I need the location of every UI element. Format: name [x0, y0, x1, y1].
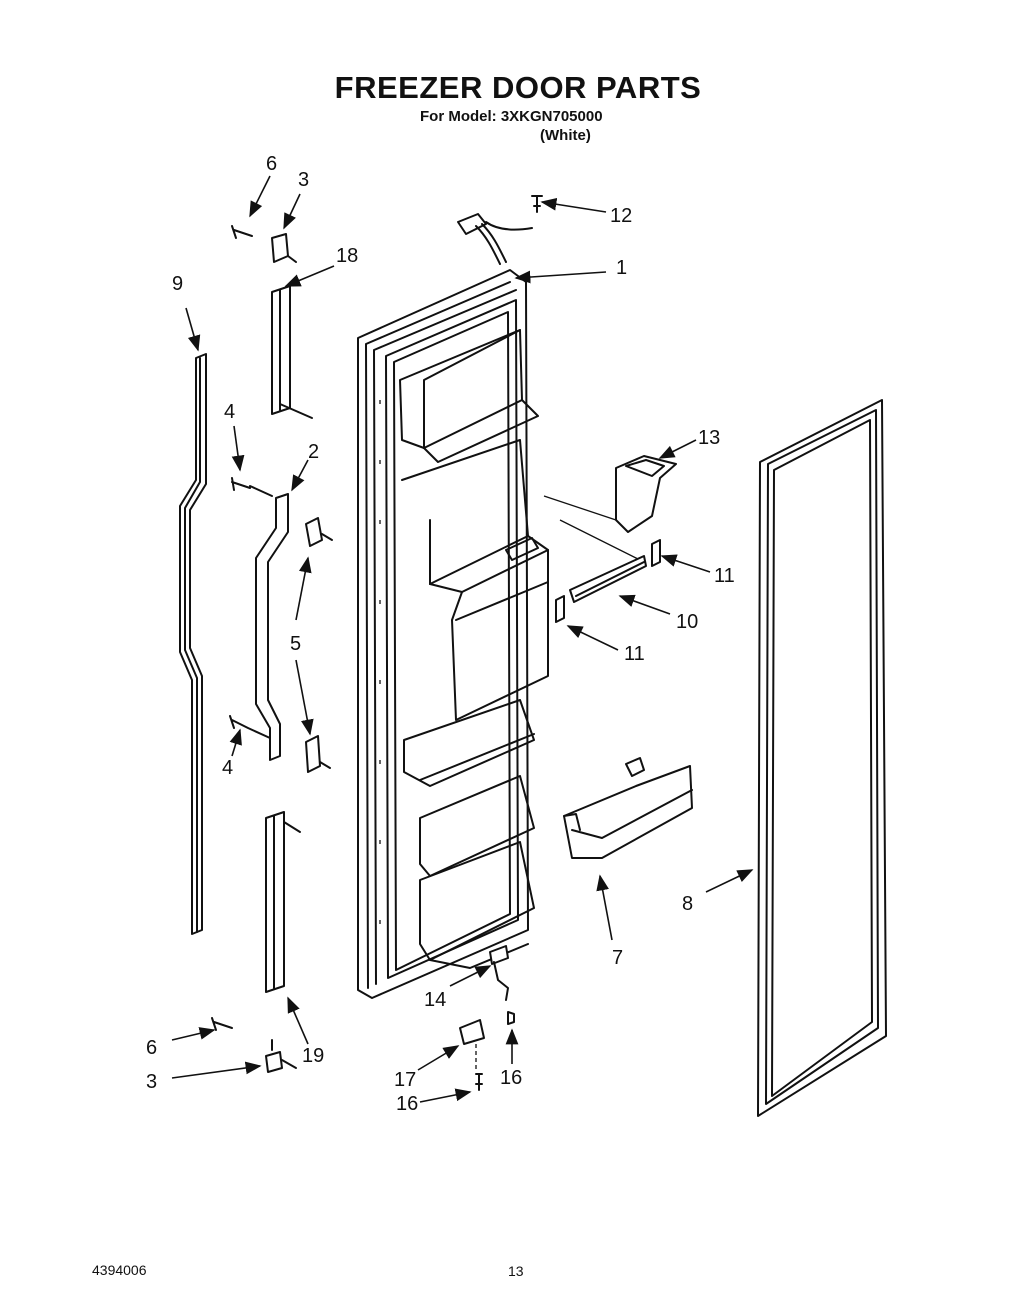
- callout-arrows: [171, 175, 754, 1103]
- lower-channel: [265, 811, 301, 993]
- callout-4-bottom: 4: [222, 757, 233, 779]
- lower-hinge-parts: [459, 945, 515, 1091]
- callout-19: 19: [302, 1045, 324, 1067]
- callout-3-bottom: 3: [146, 1071, 157, 1093]
- hinge-top: [231, 225, 297, 263]
- callout-9: 9: [172, 273, 183, 295]
- wire-harness: [457, 195, 543, 265]
- callout-11-upper: 11: [714, 565, 735, 587]
- callout-14: 14: [424, 989, 446, 1011]
- callout-17: 17: [394, 1069, 416, 1091]
- ice-chute: [543, 455, 677, 561]
- page-title: FREEZER DOOR PARTS: [334, 70, 702, 105]
- callout-2: 2: [308, 441, 319, 463]
- callout-6-bottom: 6: [146, 1037, 157, 1059]
- model-line: For Model: 3XKGN705000: [420, 108, 603, 125]
- page-number: 13: [508, 1263, 524, 1279]
- upper-channel: [271, 285, 313, 419]
- pad-right: [651, 539, 661, 567]
- color-line: (White): [540, 127, 591, 144]
- callout-13: 13: [698, 427, 720, 449]
- clip-upper: [305, 517, 333, 547]
- hinge-bottom: [211, 1017, 297, 1073]
- callout-3-top: 3: [298, 169, 309, 191]
- callout-11-lower: 11: [624, 643, 645, 665]
- callout-16-left: 16: [396, 1093, 418, 1115]
- door-panel: [357, 269, 549, 999]
- callout-7: 7: [612, 947, 623, 969]
- callout-1: 1: [616, 257, 627, 279]
- document-number: 4394006: [92, 1262, 147, 1278]
- clip-lower: [305, 735, 331, 773]
- handle-bracket: [255, 493, 289, 761]
- chute-door: [569, 555, 647, 603]
- door-gasket: [757, 399, 887, 1117]
- callout-8: 8: [682, 893, 693, 915]
- pad-left: [555, 595, 565, 623]
- callout-5: 5: [290, 633, 301, 655]
- callout-18: 18: [336, 245, 358, 267]
- door-bin: [563, 757, 693, 859]
- long-strip: [179, 353, 207, 935]
- callout-12: 12: [610, 205, 632, 227]
- callout-16-right: 16: [500, 1067, 522, 1089]
- callout-6-top: 6: [266, 153, 277, 175]
- screw-upper: [231, 477, 273, 497]
- callout-10: 10: [676, 611, 698, 633]
- screw-lower: [229, 715, 271, 739]
- callout-4-top: 4: [224, 401, 235, 423]
